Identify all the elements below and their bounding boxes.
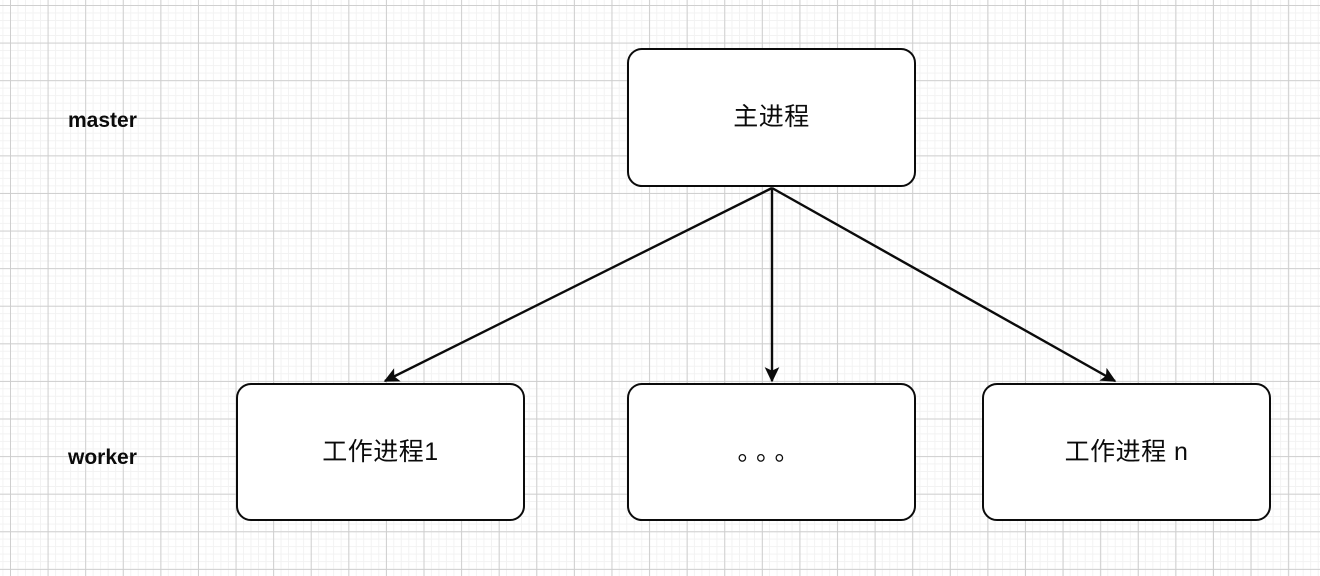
- edge-master-to-worker-n: [771, 186, 1117, 383]
- lane-label-master: master: [68, 109, 137, 132]
- node-worker-ellipsis[interactable]: 。。。: [627, 383, 916, 521]
- lane-label-worker: worker: [68, 446, 137, 469]
- node-worker-1[interactable]: 工作进程1: [236, 383, 525, 521]
- edge-master-to-worker-1: [383, 186, 773, 383]
- node-master-process[interactable]: 主进程: [627, 48, 916, 187]
- node-worker-n-label: 工作进程 n: [1064, 437, 1189, 466]
- node-worker-ellipsis-label: 。。。: [737, 437, 806, 466]
- node-master-process-label: 主进程: [733, 103, 810, 131]
- node-worker-n[interactable]: 工作进程 n: [982, 383, 1271, 521]
- node-worker-1-label: 工作进程1: [322, 437, 439, 466]
